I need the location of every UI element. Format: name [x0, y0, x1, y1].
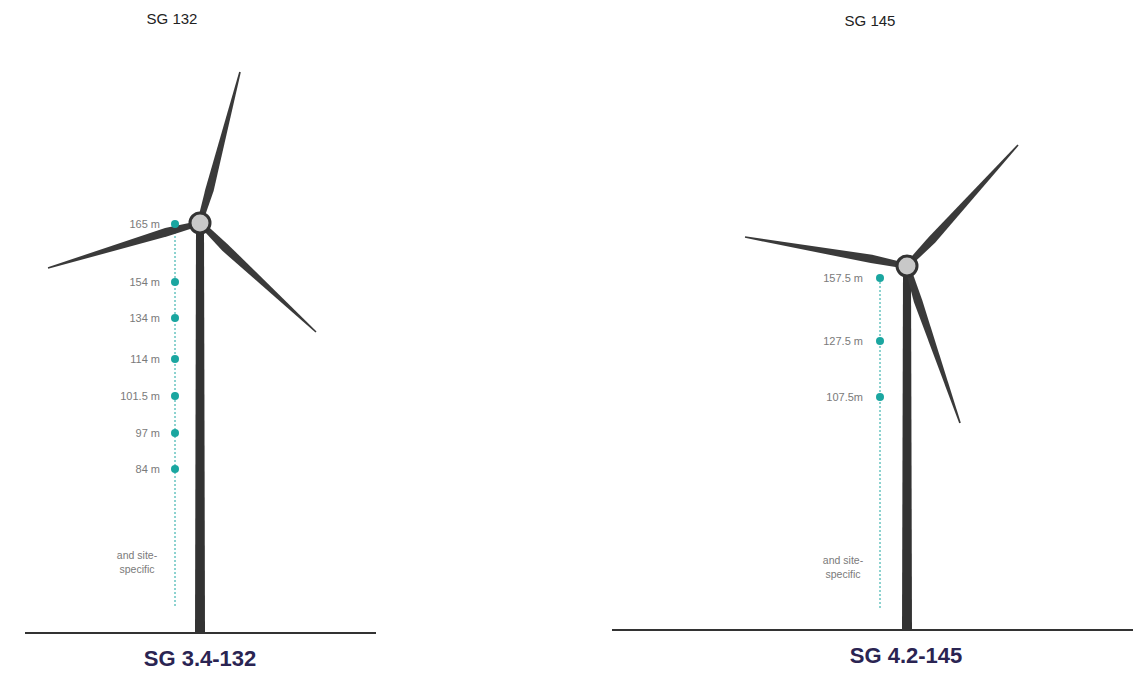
hub-height: 165 m — [129, 218, 160, 230]
model-name: SG 3.4-132 — [144, 646, 257, 672]
height-dot — [171, 429, 179, 437]
height-dot — [171, 220, 179, 228]
rotor-blade — [204, 226, 317, 332]
height-dot — [171, 278, 179, 286]
height-dot — [171, 465, 179, 473]
hub-height: 157.5 m — [823, 272, 863, 284]
turbine-heading: SG 132 — [147, 10, 198, 27]
hub-height: 101.5 m — [120, 390, 160, 402]
tower — [195, 228, 205, 633]
rotor-blade — [907, 273, 961, 424]
rotor-blade — [910, 145, 1018, 263]
height-scale — [880, 278, 881, 610]
height-dot — [876, 393, 884, 401]
hub-height: 97 m — [136, 427, 160, 439]
hub-height: 84 m — [136, 463, 160, 475]
rotor-blade — [199, 72, 241, 216]
height-dot — [171, 355, 179, 363]
height-dot — [171, 314, 179, 322]
rotor-blade — [745, 236, 900, 267]
hub-height: 134 m — [129, 312, 160, 324]
rotor-blade — [48, 222, 193, 268]
ground-line — [612, 629, 1133, 631]
hub-height: 107.5m — [826, 391, 863, 403]
site-note: and site-specific — [102, 548, 172, 576]
hub-height: 154 m — [129, 276, 160, 288]
hub-height: 127.5 m — [823, 335, 863, 347]
height-dot — [171, 392, 179, 400]
hub — [190, 213, 210, 233]
turbine-heading: SG 145 — [845, 12, 896, 29]
height-dot — [876, 337, 884, 345]
tower — [902, 271, 912, 630]
model-name: SG 4.2-145 — [850, 643, 963, 669]
hub — [897, 256, 917, 276]
site-note: and site-specific — [808, 553, 878, 581]
height-dot — [876, 274, 884, 282]
hub-height: 114 m — [130, 353, 160, 365]
